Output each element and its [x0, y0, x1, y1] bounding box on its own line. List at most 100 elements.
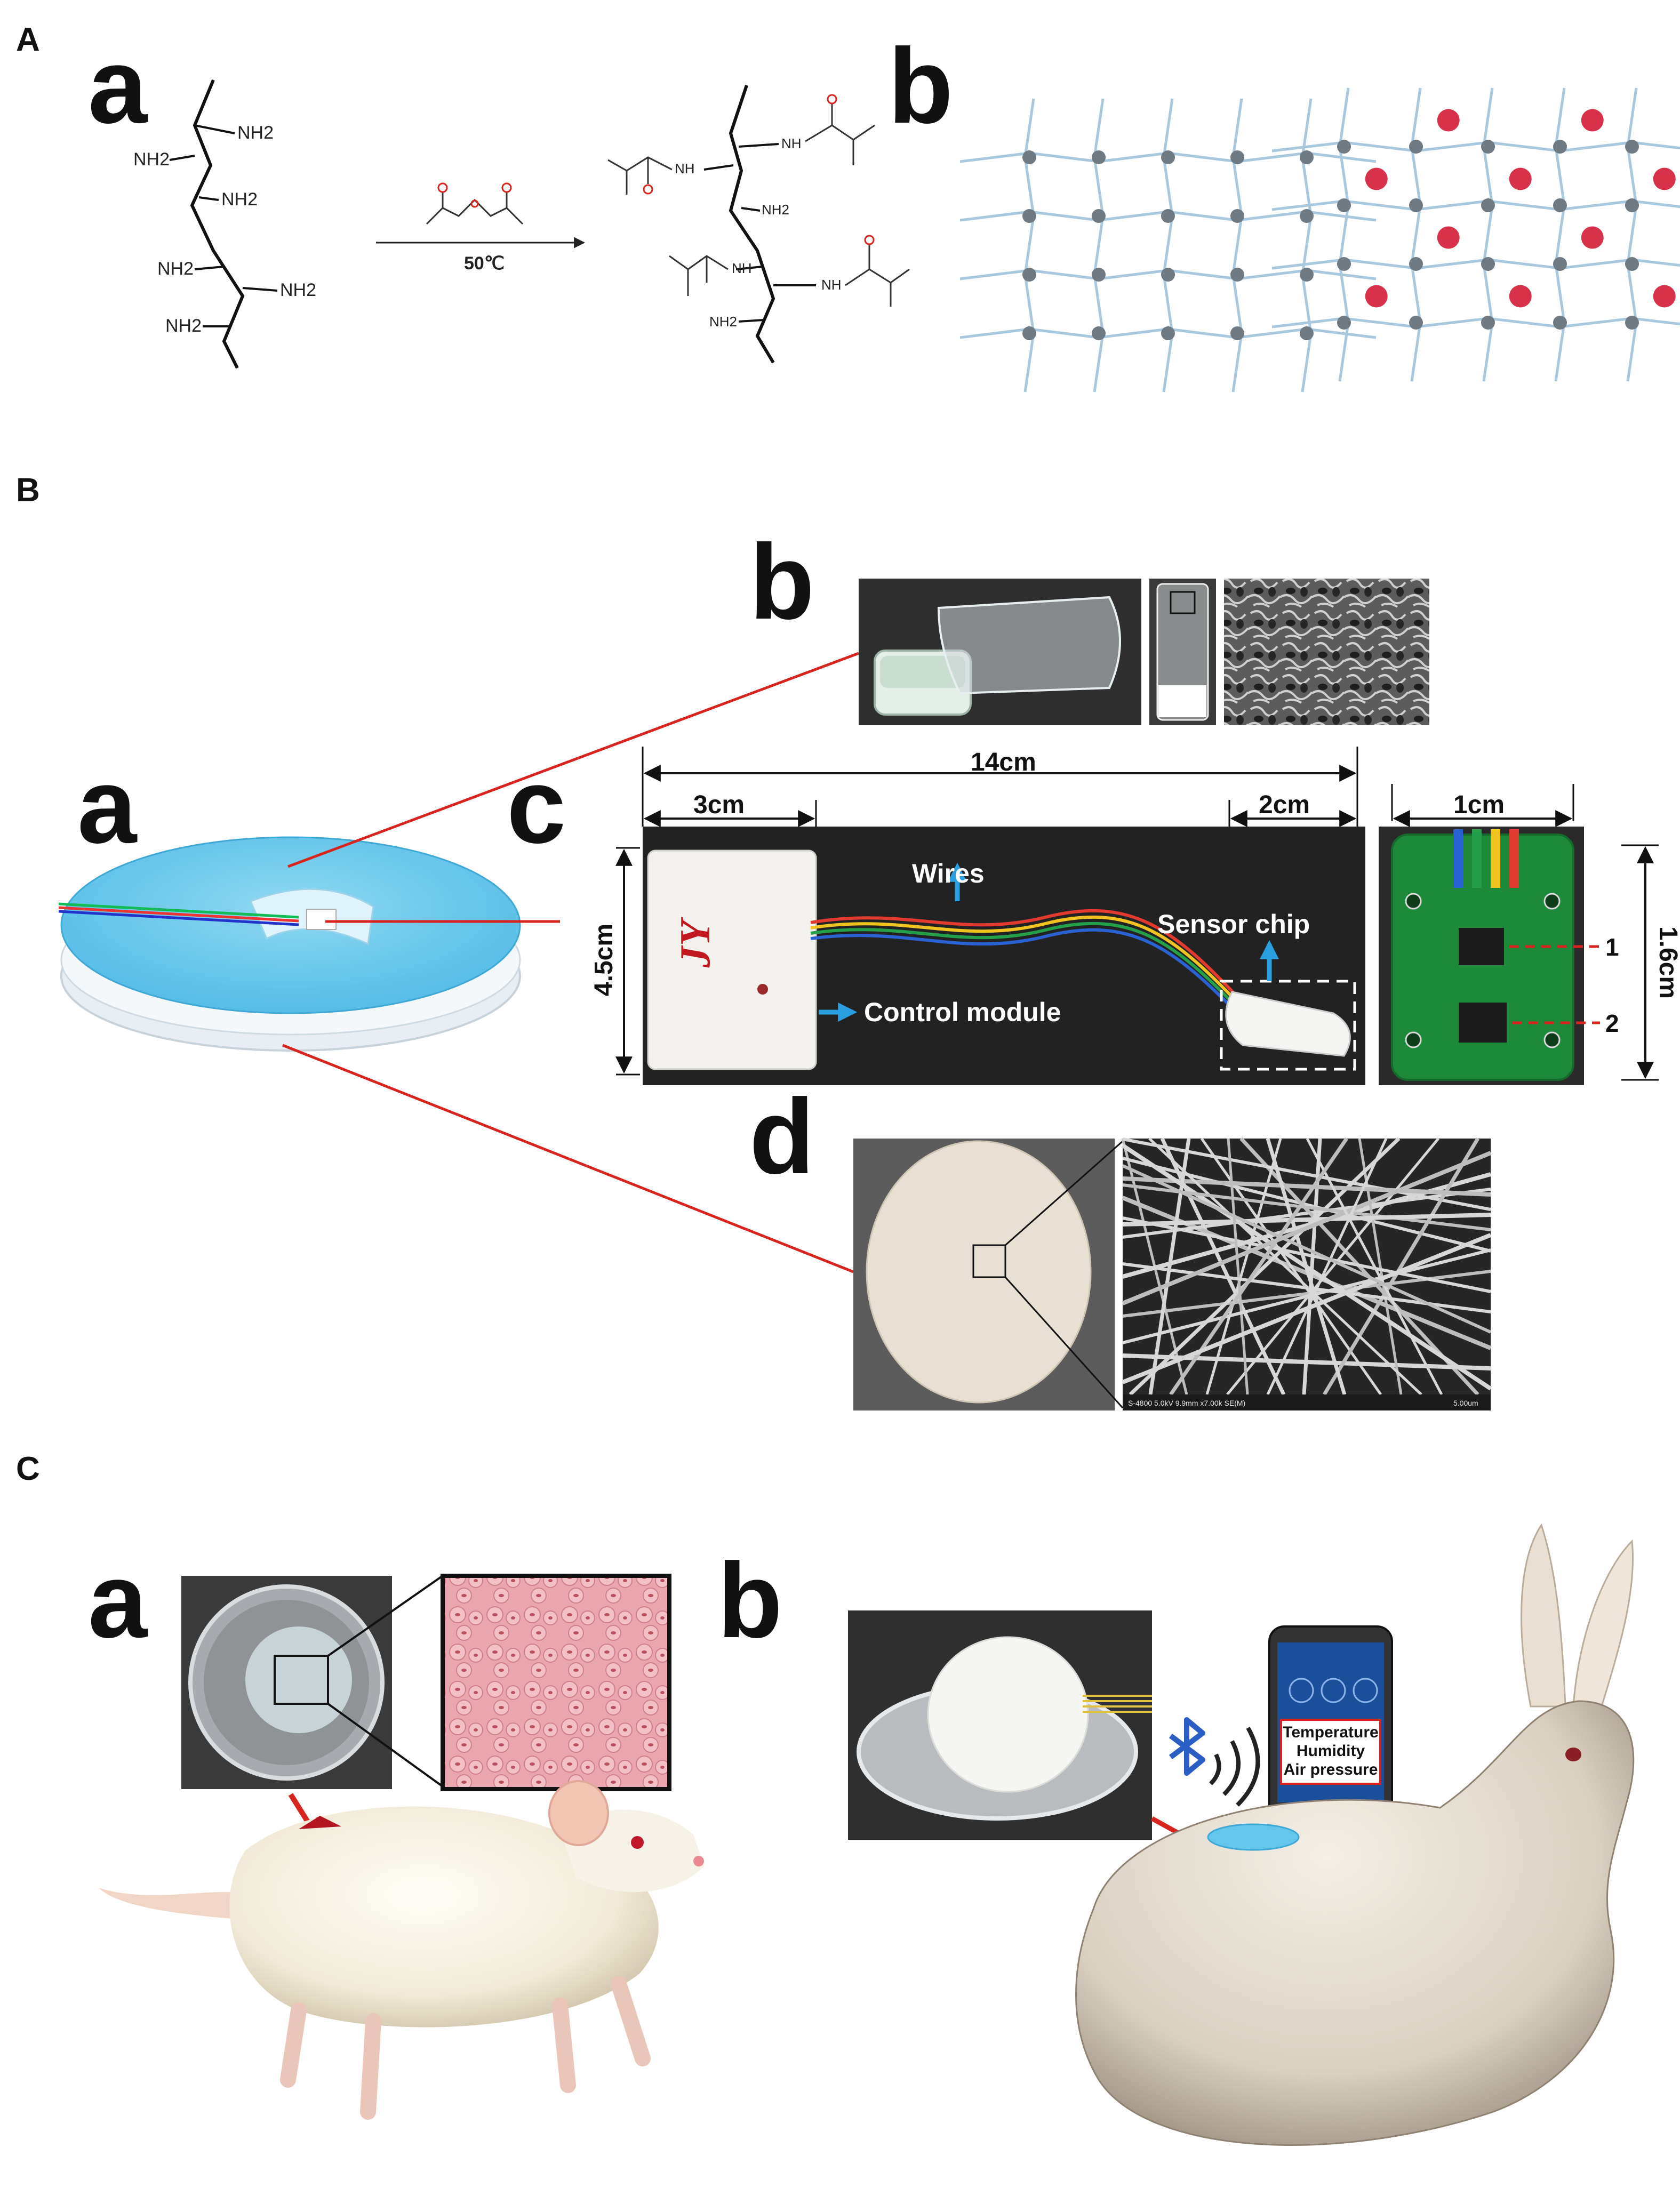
network-node [1409, 257, 1423, 271]
network-strand-h [1271, 258, 1680, 270]
panel-label-b-a: a [77, 747, 138, 865]
network-node [1337, 198, 1351, 212]
hydrogel-network-nanoparticles [1271, 87, 1680, 382]
network-node [1161, 150, 1175, 164]
network-node [1553, 198, 1567, 212]
cell-culture-dish-photo [181, 1574, 671, 1841]
reactant-group-6: NH2 [165, 316, 202, 336]
wireless-signal-icon [1209, 1727, 1260, 1807]
product-structure: NH NH2 NH NH NH NH2 [607, 85, 910, 364]
hydrogel-network-plain [959, 98, 1377, 392]
dim-height: 4.5cm [590, 924, 618, 996]
nanofiber [1226, 1137, 1439, 1396]
nanofiber-membrane-photo: S-4800 5.0kV 9.9mm x7.00k SE(M) 5.00um [853, 1137, 1492, 1410]
network-node [1337, 257, 1351, 271]
panel-label-a-b: b [888, 27, 953, 146]
network-node [1161, 268, 1175, 282]
network-strand-v [1023, 98, 1035, 392]
network-node [1409, 140, 1423, 154]
network-node [1337, 316, 1351, 330]
panel-label-b-d: d [749, 1077, 814, 1196]
reactant-structure: NH2 NH2 NH2 NH2 NH2 NH2 [133, 79, 316, 369]
network-node [1230, 326, 1244, 340]
product-label-3: NH [675, 161, 695, 177]
rabbit-illustration [1075, 1523, 1635, 2146]
dim-total-length: 14cm [971, 748, 1036, 776]
sem-scale: 5.00um [1453, 1399, 1478, 1407]
dim-chip-length: 2cm [1259, 791, 1310, 819]
nanoparticle [1365, 167, 1388, 190]
network-node [1409, 316, 1423, 330]
reaction-arrow: 50℃ [376, 182, 586, 274]
network-node [1553, 140, 1567, 154]
network-node [1300, 326, 1314, 340]
rat-illustration [99, 1780, 704, 2120]
dim-pcb-width: 1cm [1453, 791, 1505, 819]
nanofiber [1148, 1138, 1191, 1395]
nanofiber [1306, 1137, 1443, 1396]
hydrogel-dish-photo [848, 1610, 1204, 1847]
reactant-group-3: NH2 [221, 189, 258, 210]
network-strand-v [1231, 98, 1243, 392]
label-control-module: Control module [864, 997, 1061, 1027]
nanofiber [1129, 1137, 1401, 1396]
nanoparticle [1653, 285, 1676, 308]
label-wires: Wires [912, 859, 985, 888]
dim-pcb-height: 1.6cm [1654, 926, 1680, 999]
nanofiber [1227, 1138, 1249, 1395]
nanofiber [1266, 1137, 1388, 1396]
reactant-group-5: NH2 [280, 280, 316, 300]
panel-label-c-b: b [717, 1541, 782, 1660]
panel-label-b-b: b [749, 523, 814, 642]
network-node [1553, 257, 1567, 271]
network-node [1409, 198, 1423, 212]
network-strand-v [1093, 98, 1105, 392]
pcb-marker-2: 2 [1605, 1009, 1619, 1037]
panel-label-c-a: a [88, 1541, 148, 1660]
network-node [1481, 140, 1495, 154]
leader-line-b [287, 652, 859, 868]
reactant-group-1: NH2 [237, 123, 274, 143]
network-node [1230, 150, 1244, 164]
network-node [1092, 209, 1106, 223]
nanofiber [1122, 1151, 1492, 1305]
nanoparticle [1581, 226, 1604, 249]
network-strand-h [1271, 317, 1680, 328]
network-node [1161, 326, 1175, 340]
network-node [1553, 316, 1567, 330]
network-strand-v [1554, 87, 1566, 382]
phone-line-air-pressure: Air pressure [1284, 1761, 1378, 1778]
phone-line-temperature: Temperature [1283, 1724, 1379, 1741]
network-node [1481, 257, 1495, 271]
pcb-marker-1: 1 [1605, 933, 1619, 961]
hydrogel-vial-photo [859, 579, 1429, 725]
wound-dressing-device [58, 836, 521, 1052]
nanoparticle [1581, 109, 1604, 132]
network-strand-v [1338, 87, 1350, 382]
network-node [1300, 150, 1314, 164]
product-label-5: NH [732, 260, 752, 276]
nanoparticle [1509, 285, 1532, 308]
label-sensor-chip: Sensor chip [1157, 909, 1310, 939]
network-node [1625, 140, 1639, 154]
nanofiber [1322, 1137, 1480, 1396]
network-node [1337, 140, 1351, 154]
reactant-group-2: NH2 [133, 149, 170, 170]
network-strand-v [1410, 87, 1422, 382]
section-label-b: B [16, 472, 40, 509]
network-node [1161, 209, 1175, 223]
network-node [1625, 257, 1639, 271]
network-strand-h [1271, 199, 1680, 211]
sem-caption: S-4800 5.0kV 9.9mm x7.00k SE(M) [1128, 1399, 1245, 1407]
network-strand-h [1271, 141, 1680, 153]
network-node [1092, 326, 1106, 340]
network-strand-v [1301, 98, 1313, 392]
section-label-a: A [16, 21, 40, 58]
product-label-1: NH [781, 135, 802, 151]
reactant-group-4: NH2 [157, 259, 194, 279]
nanofiber [1266, 1137, 1347, 1396]
product-label-6: NH2 [709, 314, 737, 330]
panel-label-a-a: a [88, 27, 148, 146]
nanofiber [1122, 1137, 1491, 1211]
